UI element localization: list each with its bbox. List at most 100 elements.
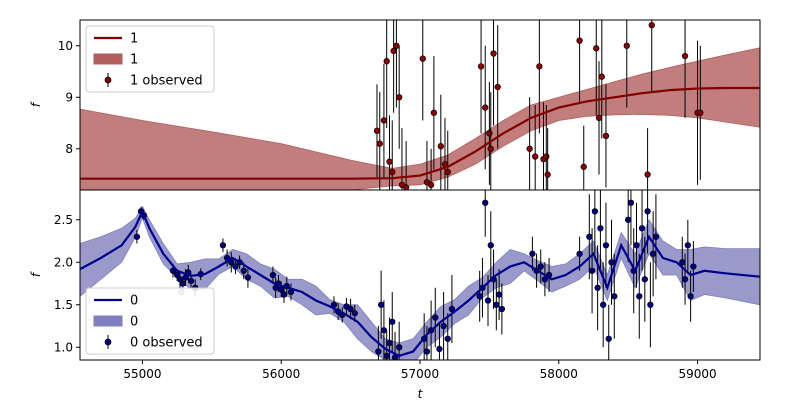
top-observed-point (623, 42, 630, 49)
bottom-observed-point (588, 267, 596, 274)
bottom-x-tick-label: 56000 (262, 367, 300, 381)
top-observed-point (402, 184, 410, 190)
bottom-observed-point (537, 263, 544, 270)
bottom-observed-point (638, 225, 646, 232)
bottom-observed-point (498, 305, 506, 313)
bottom-y-ticks: 1.01.52.02.5 (54, 213, 80, 354)
top-observed-point (593, 45, 600, 52)
top-y-tick-label: 8 (65, 142, 73, 156)
top-observed-point (427, 181, 435, 188)
top-observed-point (477, 63, 485, 70)
bottom-legend-band-swatch (93, 315, 123, 327)
top-observed-point (419, 55, 426, 62)
bottom-observed-point (687, 293, 694, 300)
bottom-legend-label: 0 observed (130, 336, 203, 351)
bottom-observed-point (476, 293, 483, 300)
bottom-observed-point (493, 301, 500, 308)
top-y-ticks: 8 9 10 (58, 39, 80, 156)
bottom-legend-point-swatch (104, 338, 112, 346)
bottom-y-tick-label: 2.0 (54, 255, 73, 269)
top-legend-label: 1 observed (130, 74, 203, 89)
top-observed-point (430, 109, 438, 116)
top-observed-point (437, 143, 444, 150)
top-observed-point (373, 127, 381, 134)
top-observed-point (697, 109, 704, 116)
bottom-observed-point (591, 208, 599, 215)
bottom-observed-point (383, 352, 390, 359)
top-observed-point (486, 130, 493, 137)
bottom-observed-point (377, 301, 385, 308)
top-y-tick-label: 9 (65, 90, 73, 104)
top-observed-point (602, 132, 610, 140)
bottom-observed-point (440, 322, 447, 330)
top-legend-label: 1 (130, 32, 138, 47)
bottom-observed-point (681, 276, 689, 283)
top-plot-area (80, 20, 760, 190)
bottom-observed-point (444, 335, 451, 342)
bottom-observed-point (484, 297, 492, 304)
bottom-observed-point (652, 233, 660, 240)
bottom-observed-point (432, 314, 439, 321)
bottom-observed-point (278, 286, 285, 293)
top-observed-point (389, 168, 396, 176)
bottom-observed-point (244, 274, 252, 281)
bottom-observed-point (240, 267, 247, 274)
bottom-observed-point (232, 263, 239, 270)
bottom-observed-point (594, 284, 601, 291)
bottom-observed-point (133, 233, 141, 240)
bottom-observed-point (647, 301, 654, 308)
top-y-tick-label: 10 (58, 39, 73, 53)
top-observed-point (487, 145, 494, 152)
top-observed-point (383, 58, 390, 65)
top-observed-point (482, 104, 489, 111)
bottom-y-tick-label: 1.5 (54, 298, 73, 312)
top-observed-point (390, 47, 397, 55)
top-mean-line (80, 86, 760, 180)
bottom-observed-point (627, 199, 635, 206)
bottom-observed-point (375, 348, 382, 355)
bottom-observed-point (649, 250, 657, 257)
bottom-observed-point (625, 216, 632, 223)
top-observed-point (598, 73, 605, 80)
top-legend-label: 1 (130, 53, 138, 68)
bottom-observed-point (396, 344, 403, 351)
bottom-observed-point (495, 291, 503, 298)
top-observed-point (444, 168, 451, 176)
bottom-observed-point (605, 335, 612, 342)
top-legend-band-swatch (93, 53, 123, 65)
bottom-legend-box (85, 287, 215, 355)
top-observed-point (393, 42, 400, 49)
bottom-x-tick-label: 59000 (678, 367, 716, 381)
top-observed-point (380, 117, 388, 124)
top-observed-point (536, 63, 543, 70)
top-observed-point (543, 153, 550, 160)
bottom-observed-point (633, 242, 640, 249)
bottom-observed-point (389, 318, 396, 325)
top-observed-point (576, 37, 583, 44)
bottom-observed-point (269, 271, 277, 279)
top-observed-point (595, 114, 603, 122)
bottom-observed-point (351, 310, 358, 317)
bottom-observed-point (187, 277, 195, 285)
bottom-observed-point (448, 305, 456, 313)
bottom-observed-point (487, 242, 494, 249)
bottom-observed-point (602, 242, 610, 249)
top-y-axis-label: f (29, 101, 43, 107)
bottom-observed-point (597, 225, 604, 232)
bottom-observed-point (380, 327, 388, 334)
top-observed-point (386, 158, 393, 165)
bottom-observed-point (586, 233, 593, 240)
bottom-observed-point (529, 250, 536, 257)
bottom-observed-point (641, 276, 648, 283)
top-observed-point (526, 145, 533, 152)
top-observed-point (681, 52, 689, 60)
bottom-observed-point (644, 208, 651, 215)
bottom-observed-point (600, 301, 607, 308)
top-observed-point (494, 83, 501, 91)
top-observed-point (376, 140, 383, 147)
bottom-observed-point (179, 280, 186, 287)
bottom-observed-point (636, 293, 643, 300)
